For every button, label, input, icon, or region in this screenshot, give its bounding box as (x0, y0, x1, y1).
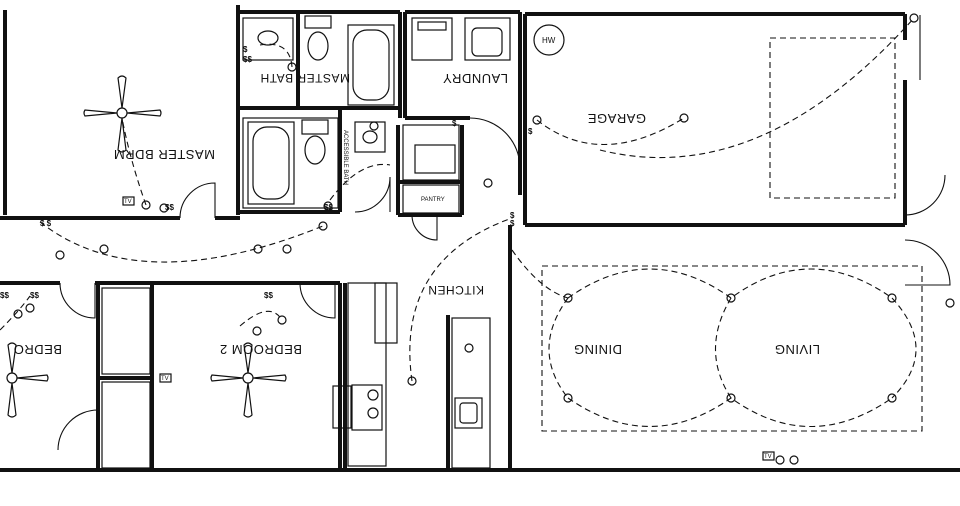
svg-text:$$: $$ (243, 55, 252, 64)
tv-icon: TV (762, 451, 775, 461)
svg-text:$: $ (528, 127, 533, 136)
svg-text:$$: $$ (264, 291, 273, 300)
light-fixtures (13, 13, 955, 465)
svg-text:$: $ (243, 45, 248, 54)
svg-text:TV: TV (124, 199, 132, 205)
svg-text:$: $ (510, 211, 515, 220)
svg-text:$ $: $ $ (40, 219, 52, 228)
room-label-accessible-bath: ACCESSIBLE BATH (342, 130, 348, 185)
svg-text:$: $ (452, 119, 457, 128)
fixtures (242, 15, 565, 431)
room-label-living: LIVING (774, 342, 820, 357)
room-label-laundry: LAUNDRY (443, 71, 508, 86)
svg-text:$$: $$ (324, 203, 333, 212)
room-label-pantry: PANTRY (421, 197, 445, 203)
ceiling-fan-icon (83, 75, 162, 153)
svg-text:TV: TV (161, 376, 169, 382)
svg-text:$$: $$ (30, 291, 39, 300)
room-label-bedroom-2: BEDROOM 2 (219, 342, 302, 357)
svg-text:$: $ (510, 219, 515, 228)
walls (0, 5, 960, 472)
room-label-master-bdrm: MASTER BDRM (113, 147, 215, 162)
tv-icon: TV (122, 196, 135, 206)
tv-icon: TV (159, 373, 172, 383)
room-label-master-bath: MASTER BATH (260, 71, 350, 85)
ceiling-fan-icon (6, 342, 49, 418)
svg-text:$$: $$ (165, 203, 174, 212)
room-label-bedroom-3: BEDRO (13, 342, 62, 357)
doors (57, 15, 951, 451)
switch-icons: $ $ $$ $$ $$ $ $$ $$ $ $ $ $ $$ (0, 45, 533, 300)
room-label-kitchen: KITCHEN (428, 283, 484, 297)
ceiling-fan-icon (210, 342, 287, 418)
wiring (0, 17, 917, 428)
svg-text:$$: $$ (0, 291, 9, 300)
room-details (101, 37, 923, 469)
room-label-garage: GARAGE (587, 111, 646, 126)
svg-text:TV: TV (764, 454, 772, 460)
water-heater-label: HW (542, 36, 556, 45)
room-label-dining: DINING (574, 342, 623, 357)
